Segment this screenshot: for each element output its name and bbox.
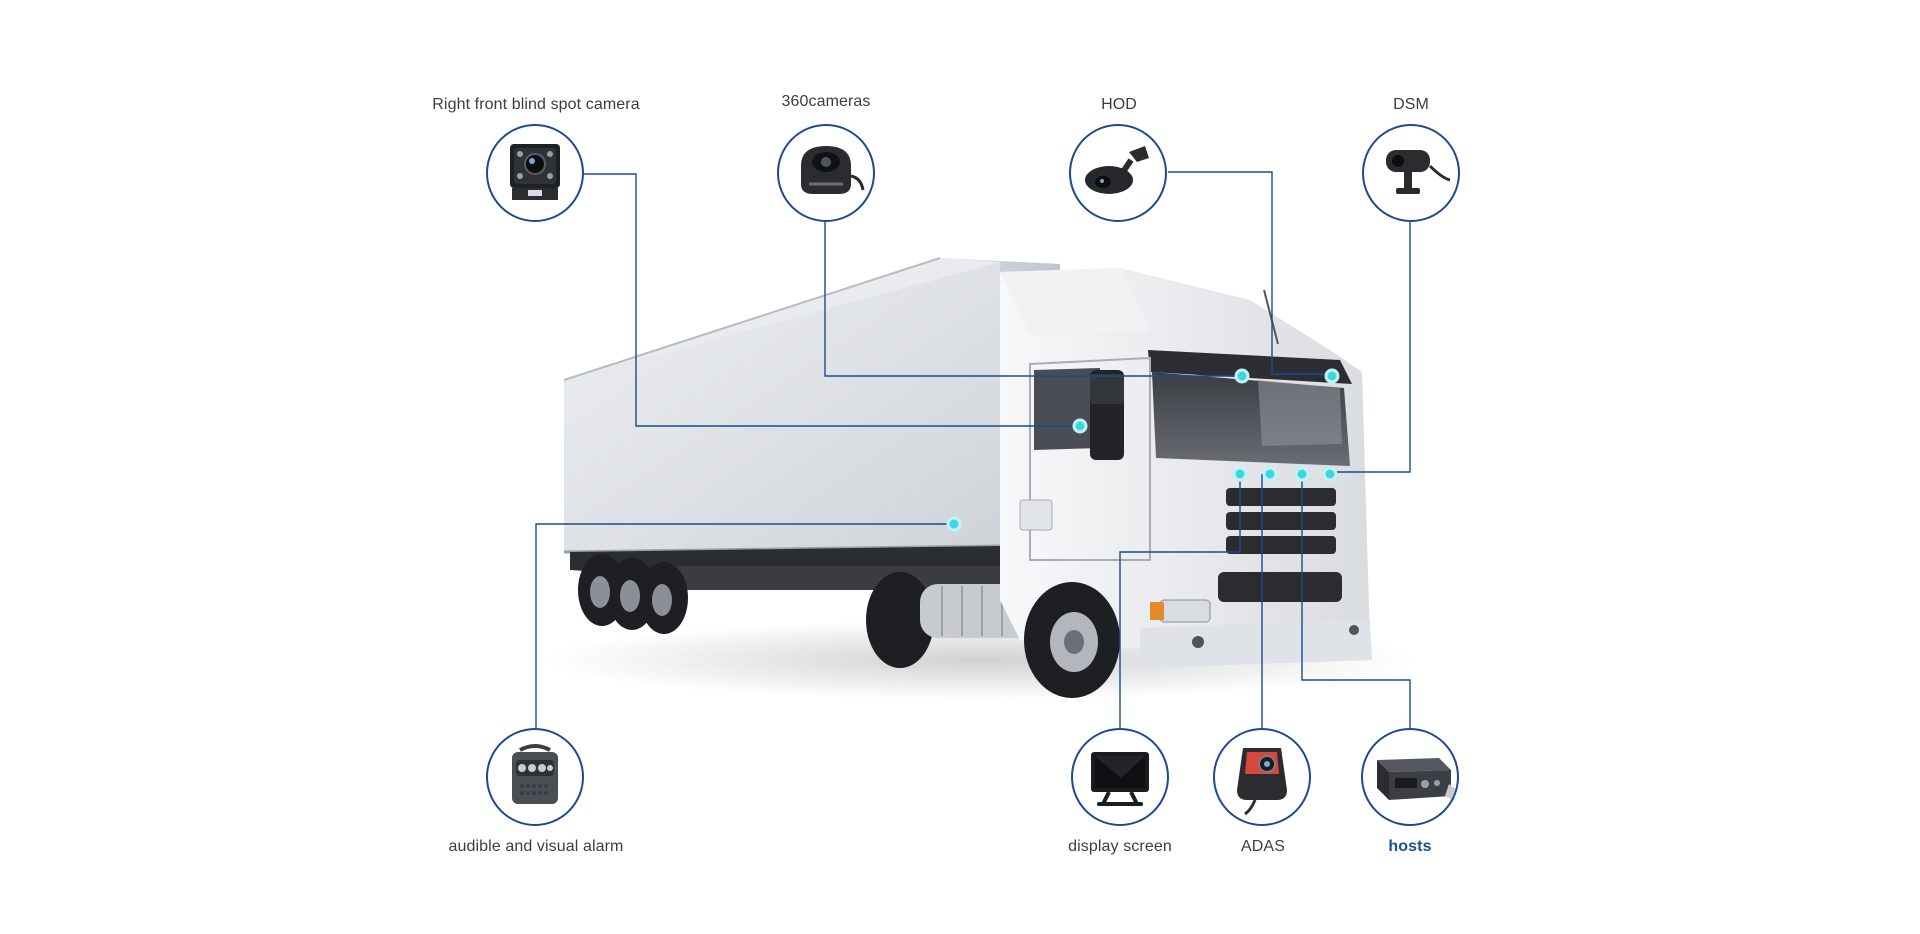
label-dsm: DSM [1393,96,1429,113]
dot-blind-spot[interactable] [1072,418,1088,434]
line-hosts [1301,474,1411,728]
line-blind-spot [584,173,1082,427]
dot-dsm[interactable] [1322,466,1338,482]
node-blind-spot[interactable] [486,124,584,222]
mdvr-host-icon [1377,758,1457,800]
line-hod [1168,171,1330,375]
hod-camera-icon [1085,146,1149,194]
label-blind-spot: Right front blind spot camera [432,96,640,113]
dot-alarm[interactable] [946,516,962,532]
line-display [1119,474,1241,728]
line-alarm [535,523,954,728]
dot-display[interactable] [1232,466,1248,482]
line-cam360 [824,222,1240,377]
dsm-camera-icon [1386,150,1451,194]
label-hod: HOD [1101,96,1137,113]
node-cam360[interactable] [777,124,875,222]
dot-cam360-left[interactable] [1234,368,1250,384]
alarm-speaker-icon [512,744,558,804]
dome-camera-icon [801,146,865,194]
node-adas[interactable] [1213,728,1311,826]
label-adas: ADAS [1241,838,1285,855]
monitor-icon [1091,752,1149,806]
dot-adas[interactable] [1262,466,1278,482]
dot-hosts[interactable] [1294,466,1310,482]
node-dsm[interactable] [1362,124,1460,222]
label-hosts[interactable]: hosts [1388,838,1432,855]
adas-camera-icon [1237,748,1287,816]
label-cam360: 360cameras [781,93,871,110]
label-alarm: audible and visual alarm [448,838,624,855]
dot-hod[interactable] [1324,368,1340,384]
blind-spot-camera-icon [510,144,560,200]
node-hod[interactable] [1069,124,1167,222]
line-dsm [1330,222,1411,473]
node-hosts[interactable] [1361,728,1459,826]
node-display[interactable] [1071,728,1169,826]
node-alarm[interactable] [486,728,584,826]
label-display: display screen [1068,838,1172,855]
